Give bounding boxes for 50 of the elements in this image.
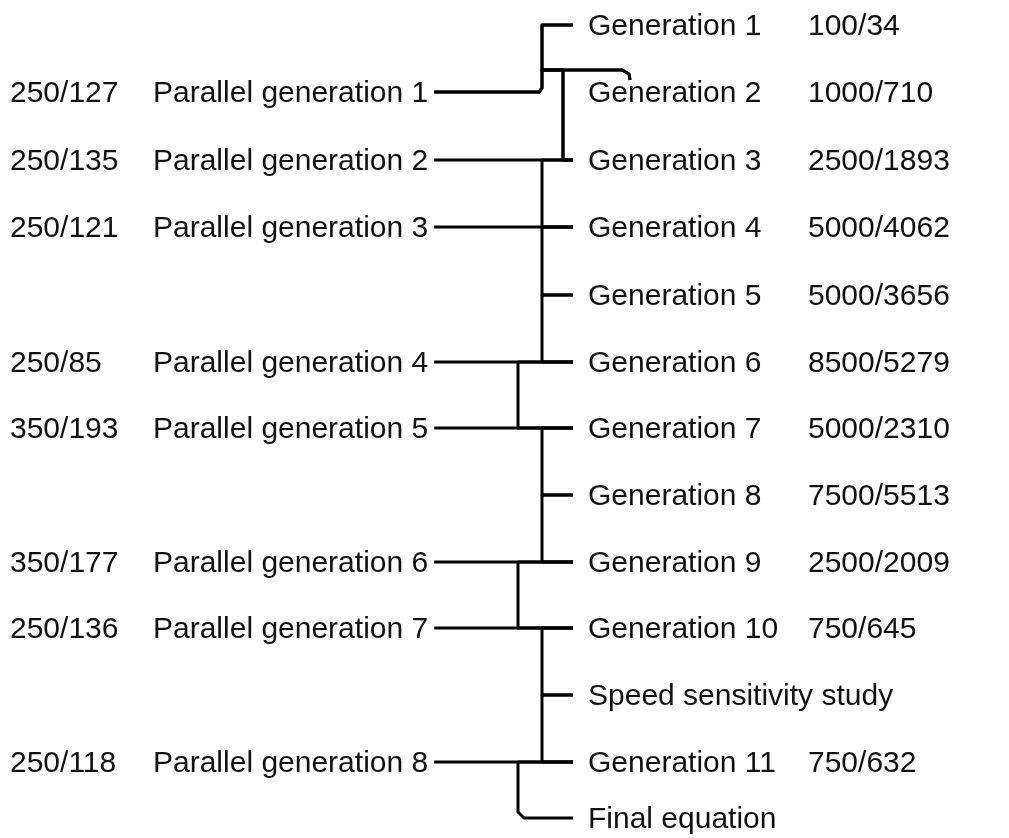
sample-count: 350/193 — [10, 410, 119, 446]
step-label: Generation 3 — [588, 142, 762, 178]
step-label: Generation 5 — [588, 277, 762, 313]
step-label: Speed sensitivity study — [588, 677, 894, 713]
step-label: Generation 10 — [588, 610, 779, 646]
connector-line — [516, 760, 573, 820]
step-label: Parallel generation 4 — [153, 344, 429, 380]
step-label: Generation 9 — [588, 544, 762, 580]
step-label: Parallel generation 5 — [153, 410, 429, 446]
step-label: Generation 7 — [588, 410, 762, 446]
sample-count: 750/632 — [808, 744, 917, 780]
connector-line — [540, 293, 573, 364]
sample-count: 250/118 — [10, 744, 117, 780]
sample-count: 100/34 — [808, 7, 900, 43]
step-label: Generation 1 — [588, 7, 762, 43]
step-label: Generation 8 — [588, 477, 762, 513]
step-label: Parallel generation 3 — [153, 209, 429, 245]
sample-count: 2500/1893 — [808, 142, 950, 178]
sample-count: 250/85 — [10, 344, 102, 380]
connector-line — [516, 360, 573, 430]
step-label: Parallel generation 8 — [153, 744, 429, 780]
step-label: Parallel generation 2 — [153, 142, 429, 178]
sample-count: 250/135 — [10, 142, 119, 178]
connector-line — [540, 426, 573, 497]
sample-count: 1000/710 — [808, 74, 934, 110]
step-label: Generation 4 — [588, 209, 762, 245]
sample-count: 8500/5279 — [808, 344, 950, 380]
step-label: Generation 6 — [588, 344, 762, 380]
step-label: Parallel generation 1 — [153, 74, 429, 110]
sample-count: 5000/3656 — [808, 277, 950, 313]
sample-count: 750/645 — [808, 610, 917, 646]
sample-count: 250/127 — [10, 74, 119, 110]
connector-line — [540, 626, 573, 697]
connector-line — [540, 158, 573, 229]
step-label: Generation 2 — [588, 74, 762, 110]
connector-line — [540, 493, 573, 564]
connector-line — [516, 560, 573, 630]
sample-count: 2500/2009 — [808, 544, 950, 580]
connector-line — [540, 225, 573, 297]
sample-count: 250/121 — [10, 209, 119, 245]
sample-count: 5000/2310 — [808, 410, 950, 446]
sample-count: 350/177 — [10, 544, 119, 580]
step-label: Generation 11 — [588, 744, 776, 780]
connector-line — [540, 693, 573, 764]
sample-count: 250/136 — [10, 610, 119, 646]
step-label: Parallel generation 6 — [153, 544, 429, 580]
step-label: Final equation — [588, 800, 777, 836]
step-label: Parallel generation 7 — [153, 610, 429, 646]
sample-count: 7500/5513 — [808, 477, 950, 513]
sample-count: 5000/4062 — [808, 209, 950, 245]
